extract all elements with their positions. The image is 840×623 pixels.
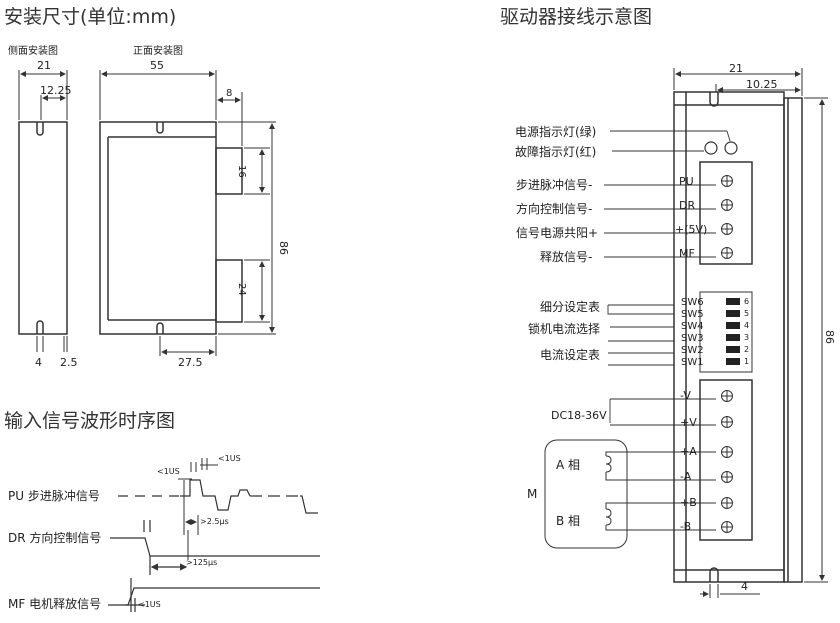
wiring-dim-top: 21 [729, 62, 743, 75]
front-dim-h2: 24 [236, 283, 247, 296]
front-dim-width: 55 [150, 59, 164, 72]
sw5-num: 5 [744, 309, 750, 318]
side-dim-edge: 2.5 [60, 356, 78, 369]
sig-pu-label: 步进脉冲信号- [516, 178, 593, 192]
wiring-dim-bottom: 4 [741, 580, 748, 593]
term-neg-v: -V [680, 389, 691, 402]
term-neg-b: -B [680, 520, 692, 533]
pu-1us-left: <1US [157, 467, 180, 476]
wiring-dim-height: 86 [823, 330, 836, 344]
mf-waveform [108, 578, 320, 612]
power-leader-lines [609, 398, 716, 426]
term-neg-a: -A [680, 470, 692, 483]
sw5-label: SW5 [681, 309, 704, 320]
sw-lock-label: 锁机电流选择 [528, 322, 601, 336]
front-dim-height: 86 [277, 241, 290, 255]
front-dim-offset: 8 [226, 88, 233, 99]
sw4-num: 4 [744, 321, 750, 330]
sw6-label: SW6 [681, 297, 704, 308]
side-dim-hole: 4 [35, 356, 42, 369]
dr-waveform [110, 520, 320, 575]
term-mf: MF [679, 247, 695, 260]
side-view-dims [18, 70, 68, 352]
sw1-label: SW1 [681, 357, 704, 368]
motor-label: M [527, 487, 538, 501]
side-dim-width: 21 [37, 59, 51, 72]
signal-leader-lines [604, 184, 716, 258]
dr-125us: >125μs [186, 558, 218, 567]
pu-signal-label: PU 步进脉冲信号 [8, 489, 100, 503]
install-title: 安装尺寸(单位:mm) [4, 6, 177, 28]
mf-1us: <1US [138, 600, 161, 609]
motor-box [544, 439, 716, 549]
dr-signal-label: DR 方向控制信号 [8, 531, 102, 545]
pu-2-5us: >2.5μs [200, 517, 229, 526]
phase-a-label: A 相 [556, 458, 581, 472]
sw3-label: SW3 [681, 333, 704, 344]
sig-dr-label: 方向控制信号- [516, 202, 593, 216]
power-motor-terminals [721, 390, 733, 533]
front-view-dims [99, 70, 276, 356]
waveform-title: 输入信号波形时序图 [4, 410, 176, 432]
mf-signal-label: MF 电机释放信号 [8, 597, 102, 611]
pu-timing-marks [178, 458, 218, 560]
sw6-num: 6 [744, 297, 750, 306]
pu-1us-top: <1US [218, 454, 241, 463]
term-pu: PU [679, 175, 694, 188]
sw4-label: SW4 [681, 321, 704, 332]
term-pos-v: +V [680, 416, 697, 429]
dip-switch-block [726, 298, 740, 365]
sw1-num: 1 [744, 357, 750, 366]
term-pos-a: +A [680, 445, 697, 458]
wiring-dim-inner: 10.25 [746, 78, 778, 91]
dip-leader-lines [607, 304, 674, 366]
wiring-title: 驱动器接线示意图 [500, 6, 653, 28]
wiring-dims [673, 68, 828, 598]
led-red-label: 故障指示灯(红) [515, 145, 597, 159]
signal-terminals [721, 175, 733, 259]
driver-body [673, 91, 803, 583]
phase-b-label: B 相 [556, 514, 581, 528]
sw-subdiv-label: 细分设定表 [540, 300, 601, 314]
front-dim-bottom: 27.5 [178, 356, 203, 369]
term-dr: DR [679, 199, 696, 212]
side-view-drawing [18, 121, 68, 335]
pu-waveform [118, 479, 318, 514]
front-view-drawing [99, 121, 243, 335]
term-pos-b: +B [680, 496, 697, 509]
power-label: DC18-36V [551, 409, 607, 422]
side-dim-inner: 12.25 [40, 84, 72, 97]
front-dim-h1: 16 [236, 165, 247, 178]
sig-com-label: 信号电源共阳+ [516, 226, 599, 240]
front-view-label: 正面安装图 [133, 46, 183, 57]
sw-current-label: 电流设定表 [540, 348, 601, 362]
term-com: +(5V) [675, 223, 708, 236]
led-leader-lines [610, 130, 731, 152]
sw2-label: SW2 [681, 345, 704, 356]
sw2-num: 2 [744, 345, 750, 354]
led-indicators [704, 141, 738, 155]
sig-mf-label: 释放信号- [540, 250, 593, 264]
led-green-label: 电源指示灯(绿) [515, 125, 597, 139]
sw3-num: 3 [744, 333, 750, 342]
side-view-label: 侧面安装图 [8, 46, 58, 57]
